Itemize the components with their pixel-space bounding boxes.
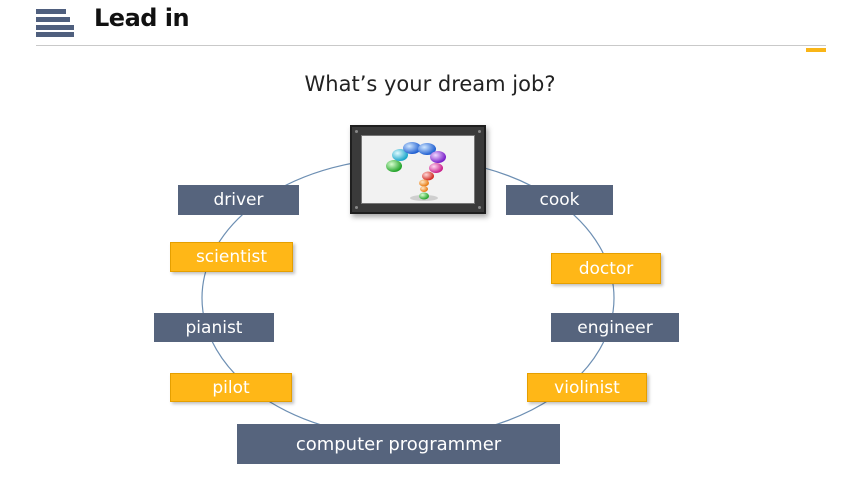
question-mark-icon	[386, 142, 446, 201]
job-pianist: pianist	[154, 313, 274, 342]
menu-lines-icon	[36, 9, 74, 37]
job-pilot: pilot	[170, 373, 292, 402]
question-heading: What’s your dream job?	[304, 72, 556, 96]
job-cook: cook	[506, 185, 613, 215]
page-title: Lead in	[94, 4, 190, 32]
accent-bar	[806, 48, 826, 52]
job-driver: driver	[178, 185, 299, 215]
job-scientist: scientist	[170, 242, 293, 272]
job-doctor: doctor	[551, 253, 661, 284]
header-divider	[36, 45, 826, 46]
job-engineer: engineer	[551, 313, 679, 342]
job-violinist: violinist	[527, 373, 647, 402]
question-picture-frame	[350, 125, 486, 214]
job-computer-programmer: computer programmer	[237, 424, 560, 464]
